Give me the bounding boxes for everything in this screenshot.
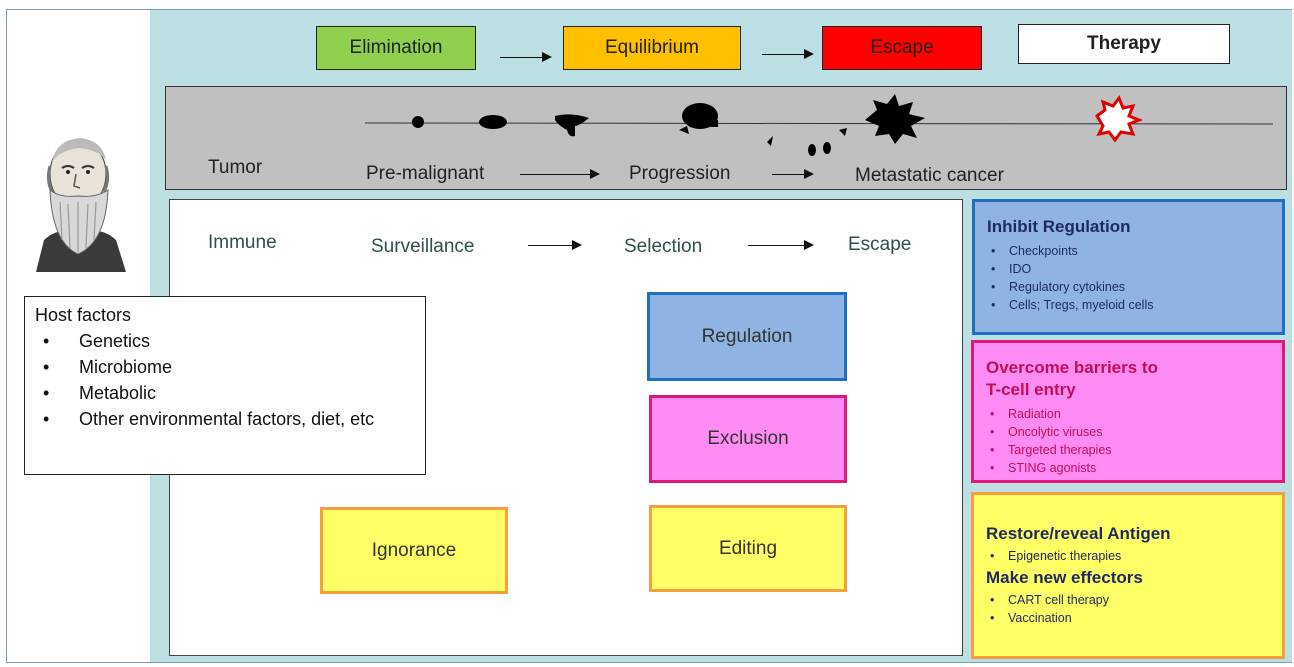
host-factors-box: Host factors Genetics Microbiome Metabol… xyxy=(24,296,426,475)
host-factor-item: Other environmental factors, diet, etc xyxy=(43,406,415,432)
inhibit-regulation-heading: Inhibit Regulation xyxy=(987,217,1131,236)
inhibit-regulation-list: Checkpoints IDO Regulatory cytokines Cel… xyxy=(987,242,1270,314)
tumor-band xyxy=(165,86,1287,190)
restore-antigen-heading: Restore/reveal Antigen xyxy=(986,524,1171,543)
host-factor-item: Microbiome xyxy=(43,354,415,380)
phase-arrow-2 xyxy=(762,49,814,59)
editing-box: Editing xyxy=(649,505,847,592)
tumor-stage-metastatic: Metastatic cancer xyxy=(855,165,1004,186)
immune-arrow-1 xyxy=(528,240,582,250)
therapy-item: Checkpoints xyxy=(987,242,1270,260)
bearded-man-portrait-icon xyxy=(16,122,144,272)
therapy-phase-box: Therapy xyxy=(1018,24,1230,64)
tumor-stage-progression: Progression xyxy=(629,163,731,184)
phase-arrow-1 xyxy=(500,52,552,62)
ignorance-box: Ignorance xyxy=(320,507,508,594)
therapy-item: STING agonists xyxy=(986,459,1270,477)
therapy-item: Regulatory cytokines xyxy=(987,278,1270,296)
new-effectors-heading: Make new effectors xyxy=(986,568,1143,587)
inhibit-regulation-box: Inhibit Regulation Checkpoints IDO Regul… xyxy=(972,199,1285,335)
therapy-item: Epigenetic therapies xyxy=(986,547,1270,565)
therapy-item: Cells; Tregs, myeloid cells xyxy=(987,296,1270,314)
host-factor-item: Metabolic xyxy=(43,380,415,406)
therapy-item: IDO xyxy=(987,260,1270,278)
escape-label: Escape xyxy=(870,37,934,58)
elimination-phase-box: Elimination xyxy=(316,26,476,70)
therapy-label: Therapy xyxy=(1087,33,1161,54)
overcome-barriers-list: Radiation Oncolytic viruses Targeted the… xyxy=(986,405,1270,477)
therapy-item: Radiation xyxy=(986,405,1270,423)
equilibrium-phase-box: Equilibrium xyxy=(563,26,741,70)
host-factor-item: Genetics xyxy=(43,328,415,354)
therapy-item: Vaccination xyxy=(986,609,1270,627)
regulation-label: Regulation xyxy=(701,325,793,347)
immune-stage-surveillance: Surveillance xyxy=(371,236,475,257)
elimination-label: Elimination xyxy=(349,37,443,58)
therapy-item: CART cell therapy xyxy=(986,591,1270,609)
therapy-item: Targeted therapies xyxy=(986,441,1270,459)
exclusion-label: Exclusion xyxy=(707,428,789,449)
immune-stage-escape: Escape xyxy=(848,234,912,255)
regulation-box: Regulation xyxy=(647,292,847,381)
tumor-progression-graphic xyxy=(364,94,1274,156)
editing-label: Editing xyxy=(718,537,778,559)
overcome-barriers-heading: Overcome barriers to T-cell entry xyxy=(986,358,1158,399)
immune-label: Immune xyxy=(208,232,277,253)
overcome-barriers-box: Overcome barriers to T-cell entry Radiat… xyxy=(971,340,1285,483)
exclusion-box: Exclusion xyxy=(649,395,847,483)
immune-stage-selection: Selection xyxy=(624,236,703,257)
immune-arrow-2 xyxy=(748,240,814,250)
antigen-effectors-box: Restore/reveal Antigen Epigenetic therap… xyxy=(971,492,1285,659)
therapy-item: Oncolytic viruses xyxy=(986,423,1270,441)
restore-antigen-list: Epigenetic therapies xyxy=(986,547,1270,565)
tumor-arrow-1 xyxy=(520,169,600,179)
equilibrium-label: Equilibrium xyxy=(605,37,699,58)
tumor-arrow-2 xyxy=(772,169,814,179)
ignorance-label: Ignorance xyxy=(371,539,457,561)
tumor-stage-premalignant: Pre-malignant xyxy=(366,163,485,184)
new-effectors-list: CART cell therapy Vaccination xyxy=(986,591,1270,627)
tumor-label: Tumor xyxy=(208,157,263,178)
escape-phase-box: Escape xyxy=(822,26,982,70)
host-factors-list: Genetics Microbiome Metabolic Other envi… xyxy=(35,328,415,432)
host-factors-title: Host factors xyxy=(35,305,132,325)
